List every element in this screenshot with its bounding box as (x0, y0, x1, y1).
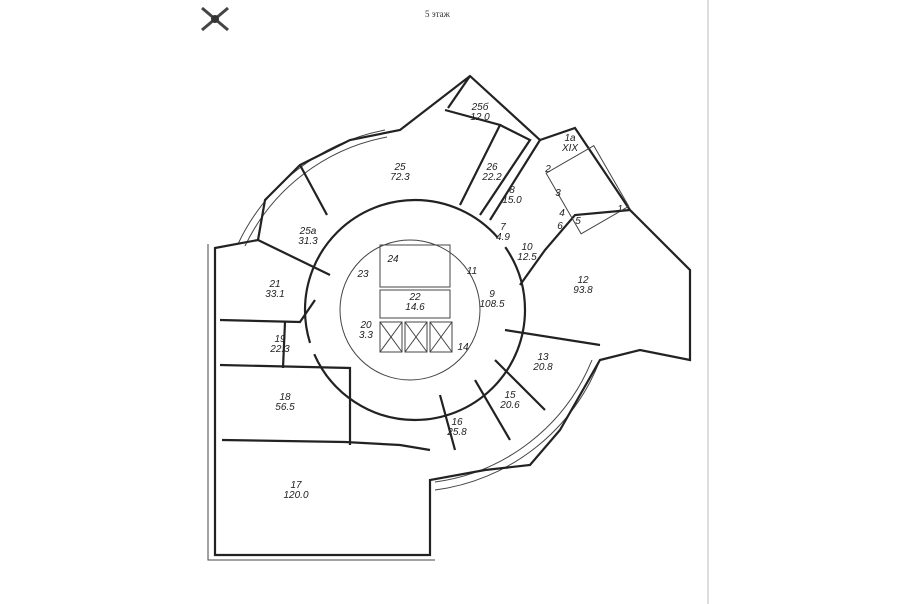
svg-text:25: 25 (393, 162, 406, 173)
svg-text:10: 10 (521, 242, 533, 253)
room-3: 3 (555, 188, 561, 199)
svg-text:25б: 25б (471, 101, 489, 113)
svg-text:14.6: 14.6 (405, 302, 425, 313)
svg-text:11: 11 (467, 266, 477, 277)
compass-icon (201, 6, 229, 32)
room-23: 23 (356, 269, 369, 280)
svg-text:4.9: 4.9 (496, 232, 510, 243)
svg-text:17: 17 (290, 480, 302, 491)
svg-text:24: 24 (386, 254, 399, 265)
svg-text:15: 15 (504, 390, 516, 401)
svg-text:20.8: 20.8 (532, 362, 553, 373)
svg-text:20: 20 (359, 320, 372, 331)
room-2: 2 (544, 164, 551, 175)
svg-text:18: 18 (279, 392, 291, 403)
svg-text:21: 21 (268, 279, 280, 290)
outer-arc (237, 129, 601, 491)
room-14: 14 (457, 342, 469, 353)
svg-text:8: 8 (509, 185, 515, 196)
svg-text:12.0: 12.0 (470, 112, 490, 123)
svg-text:22: 22 (408, 292, 421, 303)
svg-text:56.5: 56.5 (275, 402, 295, 413)
svg-text:19: 19 (274, 334, 286, 345)
svg-text:12: 12 (577, 275, 589, 286)
svg-text:1а: 1а (564, 133, 576, 144)
room-7: 74.9 (496, 222, 510, 243)
room-1: 1 (617, 204, 623, 215)
svg-text:22.3: 22.3 (269, 344, 290, 355)
svg-text:23: 23 (356, 269, 369, 280)
svg-text:12.5: 12.5 (517, 252, 537, 263)
floor-title: 5 этаж (425, 9, 451, 19)
svg-text:3.3: 3.3 (359, 330, 373, 341)
svg-text:33.1: 33.1 (265, 289, 284, 300)
svg-text:72.3: 72.3 (390, 172, 410, 183)
room-11: 11 (467, 266, 477, 277)
svg-text:16: 16 (451, 417, 463, 428)
svg-text:120.0: 120.0 (283, 490, 308, 501)
room-8: 815.0 (502, 185, 522, 206)
svg-text:13: 13 (537, 352, 549, 363)
svg-text:9: 9 (489, 289, 495, 300)
svg-text:14: 14 (457, 342, 469, 353)
svg-text:108.5: 108.5 (479, 299, 504, 310)
room-4: 4 (559, 208, 565, 219)
svg-text:93.8: 93.8 (573, 285, 593, 296)
svg-text:XIX: XIX (561, 143, 578, 154)
svg-text:20.6: 20.6 (499, 400, 520, 411)
svg-text:22.2: 22.2 (481, 172, 502, 183)
room-20: 203.3 (359, 320, 373, 341)
walls (207, 74, 692, 561)
svg-text:25.8: 25.8 (446, 427, 467, 438)
room-5: 5 (575, 216, 581, 227)
svg-text:7: 7 (500, 222, 506, 233)
svg-text:31.3: 31.3 (298, 236, 318, 247)
room-6: 6 (557, 221, 563, 232)
room-24: 24 (386, 254, 399, 265)
svg-text:25а: 25а (299, 226, 317, 237)
svg-text:26: 26 (485, 162, 498, 173)
svg-text:15.0: 15.0 (502, 195, 522, 206)
